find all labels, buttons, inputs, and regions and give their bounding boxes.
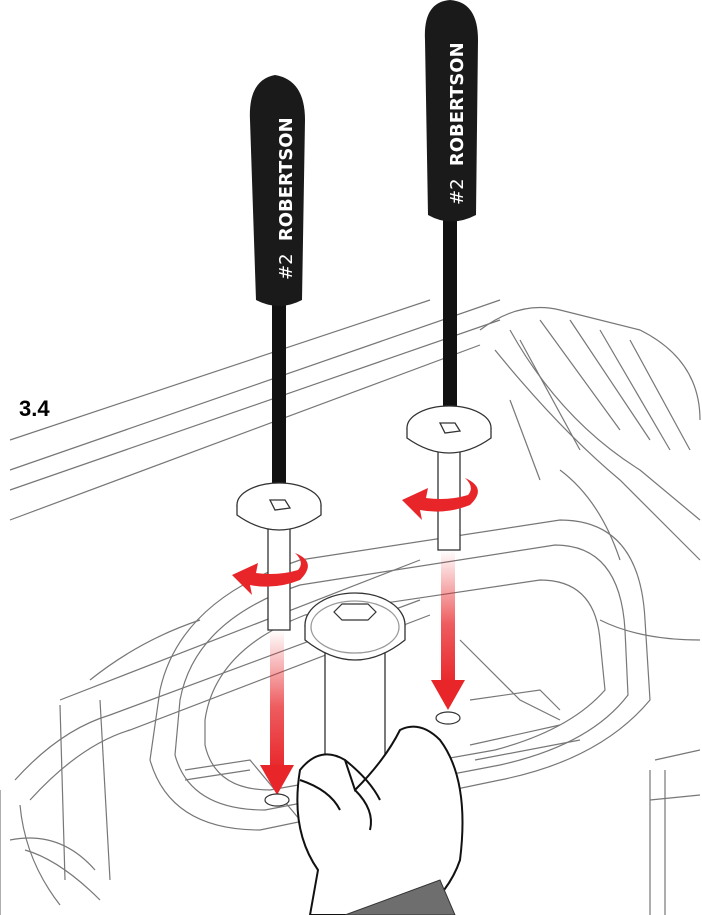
screw-right	[406, 405, 492, 551]
screw-hole-right	[435, 711, 461, 725]
screwdriver-left: #2 ROBERTSON	[249, 75, 305, 500]
rotate-arrow-icon	[402, 478, 478, 520]
insert-arrow-shaft-right	[441, 550, 455, 685]
insert-arrow-shaft-left	[270, 630, 284, 770]
screw-hole-left	[264, 793, 290, 807]
hex-socket-icon	[333, 603, 377, 621]
screwdriver-right-label: #2 ROBERTSON	[447, 42, 468, 205]
sleeve	[344, 879, 456, 915]
screwdriver-left-label: #2 ROBERTSON	[276, 117, 297, 280]
hand	[296, 725, 464, 915]
down-arrow-icon	[431, 680, 465, 710]
rotate-arrow-icon	[232, 553, 308, 595]
console-housing	[0, 299, 701, 915]
step-number: 3.4	[19, 396, 50, 421]
down-arrow-icon	[260, 765, 294, 795]
screwdriver-right: #2 ROBERTSON	[424, 0, 478, 420]
